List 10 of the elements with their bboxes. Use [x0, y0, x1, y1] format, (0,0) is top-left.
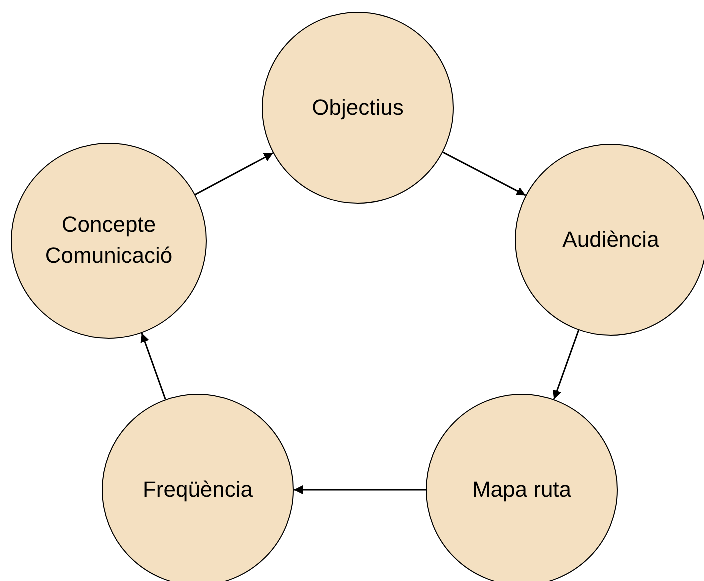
node-label: Freqüència — [142, 476, 254, 504]
arrow — [294, 486, 426, 494]
node-label: Objectius — [312, 94, 404, 122]
arrow — [140, 333, 166, 400]
arrow — [442, 152, 526, 196]
node-label: Audiència — [562, 226, 660, 254]
node-label: Mapa ruta — [472, 476, 572, 504]
node-label: Concepte Comunicació — [44, 211, 174, 270]
arrow — [195, 152, 274, 196]
arrow — [552, 330, 580, 400]
